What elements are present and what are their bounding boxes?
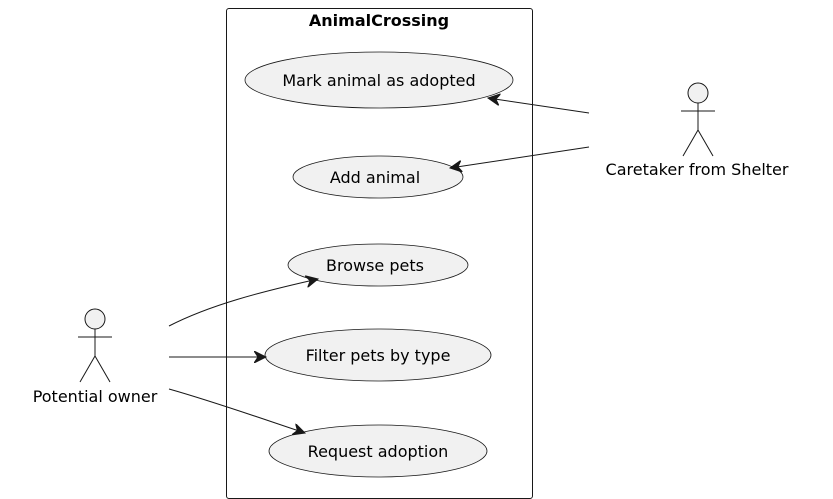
stick-figure-icon xyxy=(78,308,112,383)
use-case-label: Filter pets by type xyxy=(306,346,451,365)
actor-owner[interactable]: Potential owner xyxy=(33,308,158,406)
actor-caretaker[interactable]: Caretaker from Shelter xyxy=(606,82,789,179)
use-case-browse-pets[interactable]: Browse pets xyxy=(287,243,469,287)
association-owner-browse-pets xyxy=(168,279,318,327)
use-case-label: Browse pets xyxy=(326,256,424,275)
actor-label: Caretaker from Shelter xyxy=(606,160,789,179)
association-owner-request-adoption xyxy=(168,388,305,433)
use-case-mark-adopted[interactable]: Mark animal as adopted xyxy=(244,51,514,109)
use-case-add-animal[interactable]: Add animal xyxy=(292,155,464,199)
association-caretaker-add-animal xyxy=(450,146,590,168)
stick-figure-icon xyxy=(681,82,715,157)
use-case-label: Request adoption xyxy=(308,442,449,461)
system-title: AnimalCrossing xyxy=(309,11,449,30)
association-caretaker-mark-adopted xyxy=(488,98,590,114)
use-case-filter-pets[interactable]: Filter pets by type xyxy=(264,328,492,382)
actor-label: Potential owner xyxy=(33,387,158,406)
use-case-request-adoption[interactable]: Request adoption xyxy=(268,424,488,478)
associations xyxy=(168,98,590,433)
use-case-label: Mark animal as adopted xyxy=(282,71,475,90)
use-case-label: Add animal xyxy=(330,168,420,187)
